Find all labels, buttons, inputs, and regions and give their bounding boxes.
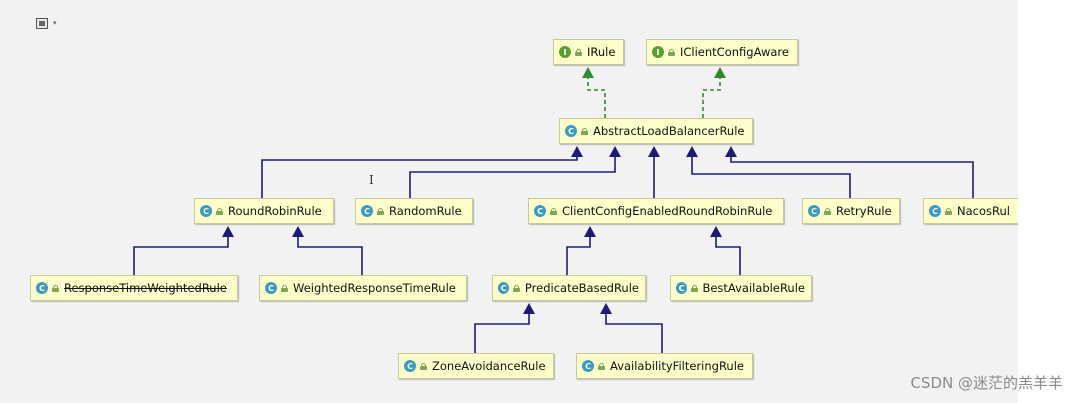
class-node-abstractloadbalancerrule[interactable]: C AbstractLoadBalancerRule xyxy=(559,118,753,144)
public-lock-icon xyxy=(216,207,223,215)
edge-retryrule-to-abstractloadbalancerrule xyxy=(691,156,851,198)
class-node-label: PredicateBasedRule xyxy=(524,281,639,295)
class-node-label: IClientConfigAware xyxy=(680,45,789,59)
class-node-randomrule[interactable]: C RandomRule xyxy=(355,198,473,224)
public-lock-icon xyxy=(824,207,831,215)
edge-bestavailablerule-to-clientconfigenabledroundrobinrule xyxy=(715,236,741,275)
edge-arrowhead xyxy=(609,146,621,157)
class-node-label: IRule xyxy=(587,45,616,59)
edge-availabilityfilteringrule-to-predicatebasedrule xyxy=(605,313,663,353)
class-icon: C xyxy=(361,205,373,217)
edge-arrowhead xyxy=(714,67,726,78)
edge-randomrule-to-abstractloadbalancerrule xyxy=(409,156,616,198)
class-node-label: RandomRule xyxy=(389,204,462,218)
public-lock-icon xyxy=(598,362,605,370)
edge-roundrobinrule-to-abstractloadbalancerrule xyxy=(261,156,578,198)
watermark-text: CSDN @迷茫的羔羊羊 xyxy=(910,374,1063,392)
edge-arrowhead xyxy=(600,303,612,314)
edge-arrowhead xyxy=(725,146,737,157)
class-node-bestavailablerule[interactable]: C BestAvailableRule xyxy=(670,275,812,301)
class-node-label: AbstractLoadBalancerRule xyxy=(593,124,745,138)
class-icon: C xyxy=(265,282,277,294)
public-lock-icon xyxy=(945,207,952,215)
class-node-nacosrule[interactable]: C NacosRul xyxy=(923,198,1033,224)
class-icon: C xyxy=(36,282,48,294)
edge-arrowhead xyxy=(584,226,596,237)
class-node-label: AvailabilityFilteringRule xyxy=(610,359,744,373)
class-node-label: NacosRul xyxy=(957,204,1010,218)
class-icon: C xyxy=(676,282,688,294)
edge-arrowhead xyxy=(686,146,698,157)
text-cursor-icon: I xyxy=(369,173,374,187)
class-node-label: RetryRule xyxy=(836,204,892,218)
edge-responsetimeweightedrule-to-roundrobinrule xyxy=(133,236,229,275)
class-node-label: ClientConfigEnabledRoundRobinRule xyxy=(562,204,773,218)
edge-arrowhead xyxy=(648,146,660,157)
class-node-availabilityfilteringrule[interactable]: C AvailabilityFilteringRule xyxy=(576,353,753,379)
class-node-label: RoundRobinRule xyxy=(228,204,322,218)
class-icon: C xyxy=(808,205,820,217)
public-lock-icon xyxy=(377,207,384,215)
diagram-image-menu-button[interactable]: ▾ xyxy=(36,12,68,34)
class-icon: C xyxy=(498,282,510,294)
class-node-label: WeightedResponseTimeRule xyxy=(293,281,456,295)
class-node-label: ResponseTimeWeightedRule xyxy=(64,281,227,295)
class-node-retryrule[interactable]: C RetryRule xyxy=(802,198,900,224)
edge-arrowhead xyxy=(222,226,234,237)
edge-predicatebasedrule-to-clientconfigenabledroundrobinrule xyxy=(566,236,591,275)
class-icon: C xyxy=(404,360,416,372)
edge-nacosrule-to-abstractloadbalancerrule xyxy=(730,156,974,198)
class-node-roundrobinrule[interactable]: C RoundRobinRule xyxy=(194,198,334,224)
edge-arrowhead xyxy=(582,67,594,78)
class-node-label: BestAvailableRule xyxy=(702,281,805,295)
public-lock-icon xyxy=(581,127,588,135)
class-icon: C xyxy=(200,205,212,217)
edge-arrowhead xyxy=(523,303,535,314)
interface-icon: I xyxy=(559,46,571,58)
public-lock-icon xyxy=(550,207,557,215)
edge-abstractloadbalancerrule-to-irule xyxy=(587,77,606,118)
interface-icon: I xyxy=(652,46,664,58)
edge-arrowhead xyxy=(571,146,583,157)
public-lock-icon xyxy=(513,284,520,292)
edge-arrowhead xyxy=(710,226,722,237)
class-node-responsetimeweightedrule[interactable]: C ResponseTimeWeightedRule xyxy=(30,275,238,301)
class-icon: C xyxy=(565,125,577,137)
class-node-irule[interactable]: I IRule xyxy=(553,39,624,65)
public-lock-icon xyxy=(575,48,582,56)
edge-arrowhead xyxy=(292,226,304,237)
edge-weightedresponsetimerule-to-roundrobinrule xyxy=(297,236,363,275)
public-lock-icon xyxy=(52,284,59,292)
class-node-zoneavoidancerule[interactable]: C ZoneAvoidanceRule xyxy=(398,353,554,379)
public-lock-icon xyxy=(420,362,427,370)
public-lock-icon xyxy=(691,284,699,292)
public-lock-icon xyxy=(281,284,288,292)
public-lock-icon xyxy=(668,48,675,56)
edge-zoneavoidancerule-to-predicatebasedrule xyxy=(474,313,530,353)
class-node-weightedresponsetimerule[interactable]: C WeightedResponseTimeRule xyxy=(259,275,467,301)
class-node-predicatebasedrule[interactable]: C PredicateBasedRule xyxy=(492,275,646,301)
class-icon: C xyxy=(534,205,546,217)
class-node-iclientconfigaware[interactable]: I IClientConfigAware xyxy=(646,39,798,65)
class-node-label: ZoneAvoidanceRule xyxy=(432,359,546,373)
right-margin xyxy=(1018,0,1077,403)
class-icon: C xyxy=(582,360,594,372)
class-icon: C xyxy=(929,205,941,217)
edge-abstractloadbalancerrule-to-iclientconfigaware xyxy=(702,77,721,118)
class-node-clientconfigenabledroundrobinrule[interactable]: C ClientConfigEnabledRoundRobinRule xyxy=(528,198,784,224)
chevron-down-icon: ▾ xyxy=(53,19,57,27)
image-dropdown-icon xyxy=(36,17,48,29)
